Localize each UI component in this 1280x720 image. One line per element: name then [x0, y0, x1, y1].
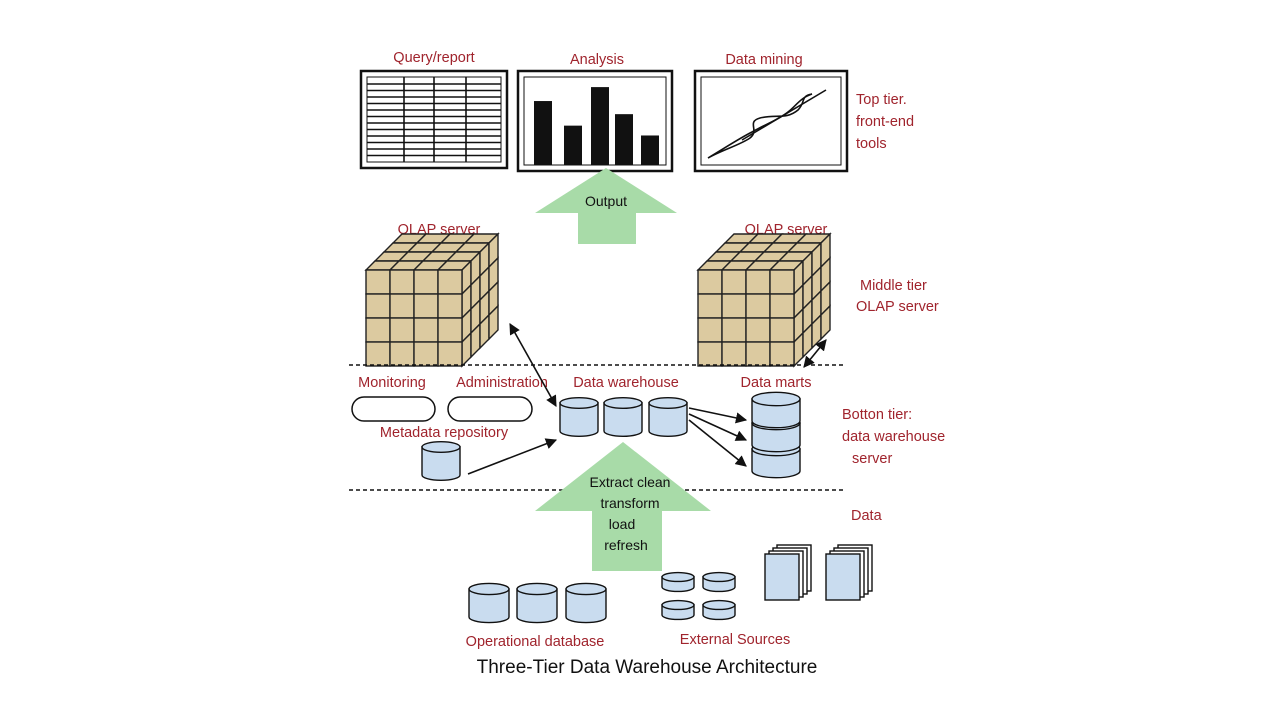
etl-arrow: Extract clean transform load refresh	[535, 442, 711, 571]
database-cylinder	[751, 391, 801, 429]
analysis-bar	[534, 101, 552, 165]
database-cylinders	[421, 391, 801, 624]
output-arrow-label: Output	[585, 193, 627, 209]
database-cylinder	[468, 582, 510, 624]
etl-arrow-line-1: Extract clean	[590, 474, 671, 490]
database-cylinder	[559, 396, 599, 437]
analysis-bar	[591, 87, 609, 165]
metadata-repository-label: Metadata repository	[380, 425, 509, 441]
analysis-bar	[615, 114, 633, 165]
data-marts-label: Data marts	[741, 375, 812, 391]
data-mining-screen	[693, 69, 849, 173]
query-report-screen	[359, 69, 509, 170]
connector-arrows	[467, 323, 827, 475]
database-cylinder	[702, 571, 736, 593]
analysis-bar	[564, 125, 582, 165]
document-stack	[764, 544, 812, 601]
top-tier-label-line-1: Top tier.	[856, 92, 907, 108]
monitoring-box	[351, 396, 436, 422]
olap-cube-left	[364, 232, 500, 368]
database-cylinder	[661, 599, 695, 621]
analysis-screen	[516, 69, 674, 173]
analysis-label: Analysis	[570, 52, 624, 68]
administration-box	[447, 396, 533, 422]
data-warehouse-label: Data warehouse	[573, 375, 679, 391]
etl-arrow-line-2: transform	[600, 495, 659, 511]
etl-arrow-line-4: refresh	[604, 537, 648, 553]
database-cylinder	[565, 582, 607, 624]
output-arrow: Output	[535, 168, 677, 244]
external-sources-label: External Sources	[680, 632, 790, 648]
monitoring-label: Monitoring	[358, 375, 426, 391]
data-label: Data	[851, 508, 883, 524]
database-cylinder	[421, 440, 461, 481]
operational-database-label: Operational database	[466, 634, 605, 650]
olap-cube-right	[696, 232, 832, 368]
data-mining-label: Data mining	[725, 52, 802, 68]
etl-arrow-line-3: load	[609, 516, 635, 532]
analysis-bar	[641, 135, 659, 165]
middle-tier-label-line-1: Middle tier	[860, 278, 927, 294]
top-tier-label-line-3: tools	[856, 136, 887, 152]
bottom-tier-label-line-3: server	[852, 451, 892, 467]
data-documents	[764, 544, 873, 601]
database-cylinder	[516, 582, 558, 624]
document-stack	[825, 544, 873, 601]
middle-tier-label-line-2: OLAP server	[856, 299, 939, 315]
diagram-caption: Three-Tier Data Warehouse Architecture	[477, 657, 818, 678]
bottom-tier-label-line-2: data warehouse	[842, 429, 945, 445]
administration-label: Administration	[456, 375, 548, 391]
database-cylinder	[702, 599, 736, 621]
database-cylinder	[603, 396, 643, 437]
top-tier-label-line-2: front-end	[856, 114, 914, 130]
query-report-label: Query/report	[393, 50, 474, 66]
bottom-tier-label-line-1: Botton tier:	[842, 407, 912, 423]
database-cylinder	[648, 396, 688, 437]
database-cylinder	[661, 571, 695, 593]
